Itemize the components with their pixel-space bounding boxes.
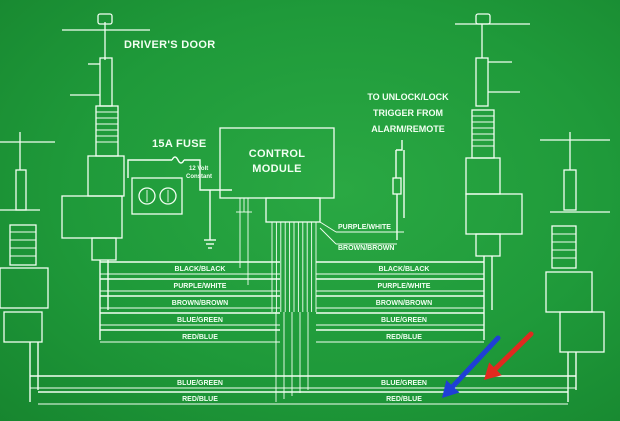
wire-label-left-2: PURPLE/WHITE [174,283,227,290]
wire-label-right-1: BLACK/BLACK [379,266,430,273]
bottom-wire-label-right-1: BLUE/GREEN [381,380,427,387]
trigger-label-line2: TRIGGER FROM [373,108,443,118]
blue-arrow [442,335,501,398]
wire-label-left-3: BROWN/BROWN [172,300,228,307]
bottom-wire-label-left-1: BLUE/GREEN [177,380,223,387]
trigger-input [319,140,405,245]
wire-rows: BLACK/BLACK PURPLE/WHITE BROWN/BROWN BLUE/G… [30,261,576,405]
harness-bundle [271,222,317,312]
actuator-right-rear [540,132,610,402]
wire-label-left-5: RED/BLUE [182,334,218,341]
actuator-left-rear [0,132,55,402]
actuator-right-front [455,13,530,340]
fuse-note-line1: 12 Volt [189,166,208,172]
wire-label-right-3: BROWN/BROWN [376,300,432,307]
bottom-wire-label-right-2: RED/BLUE [386,396,422,403]
actuator-drivers-door [61,13,150,340]
bottom-wire-label-left-2: RED/BLUE [182,396,218,403]
trigger-label-line3: ALARM/REMOTE [371,124,445,134]
trigger-wire-lower: BROWN/BROWN [338,245,394,252]
trigger-label-line1: TO UNLOCK/LOCK [367,92,449,102]
wire-label-left-4: BLUE/GREEN [177,317,223,324]
wire-label-right-2: PURPLE/WHITE [378,283,431,290]
trigger-wire-upper: PURPLE/WHITE [338,224,391,231]
fuse-assembly [127,156,232,249]
control-module-label-line2: MODULE [252,163,301,175]
fuse-label: 15A FUSE [152,138,207,150]
red-arrow [484,331,534,380]
fuse-note-line2: Constant [186,174,212,180]
control-module-label-line1: CONTROL [249,148,305,160]
wire-label-right-4: BLUE/GREEN [381,317,427,324]
wire-label-left-1: BLACK/BLACK [175,266,226,273]
control-module-box [219,127,335,285]
drivers-door-label: DRIVER'S DOOR [124,39,215,51]
wire-label-right-5: RED/BLUE [386,334,422,341]
